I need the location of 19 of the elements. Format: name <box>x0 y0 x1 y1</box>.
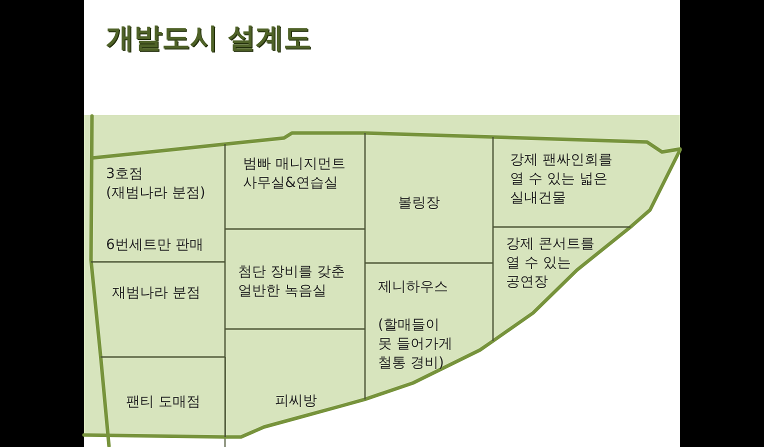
land-parcel <box>365 263 493 400</box>
place-name: 제니하우스 <box>378 278 448 297</box>
place-name: 강제 팬싸인회를 열 수 있는 넓은 실내건물 <box>510 151 612 208</box>
place-name: 재범나라 분점 <box>112 284 200 303</box>
place-name: 팬티 도매점 <box>126 393 200 412</box>
land-parcel <box>225 329 365 437</box>
place-name: 볼링장 <box>398 194 440 213</box>
place-name: 첨단 장비를 갖춘 얼반한 녹음실 <box>238 263 345 301</box>
place-name: 3호점 (재범나라 분점) <box>106 164 206 203</box>
land-parcel <box>91 262 225 357</box>
land-parcel <box>225 229 365 329</box>
slide-title: 개발도시 설계도 <box>106 20 312 56</box>
note-text: 6번세트만 판매 <box>106 236 204 255</box>
land-parcel <box>100 357 225 437</box>
land-parcel <box>493 227 630 341</box>
place-name: 강제 콘서트를 열 수 있는 공연장 <box>506 235 594 292</box>
note-text: (할매들이 못 들어가게 철통 경비) <box>378 316 452 373</box>
place-name: 피씨방 <box>275 392 317 411</box>
place-name: 범빠 매니지먼트 사무실&연습실 <box>243 155 346 193</box>
